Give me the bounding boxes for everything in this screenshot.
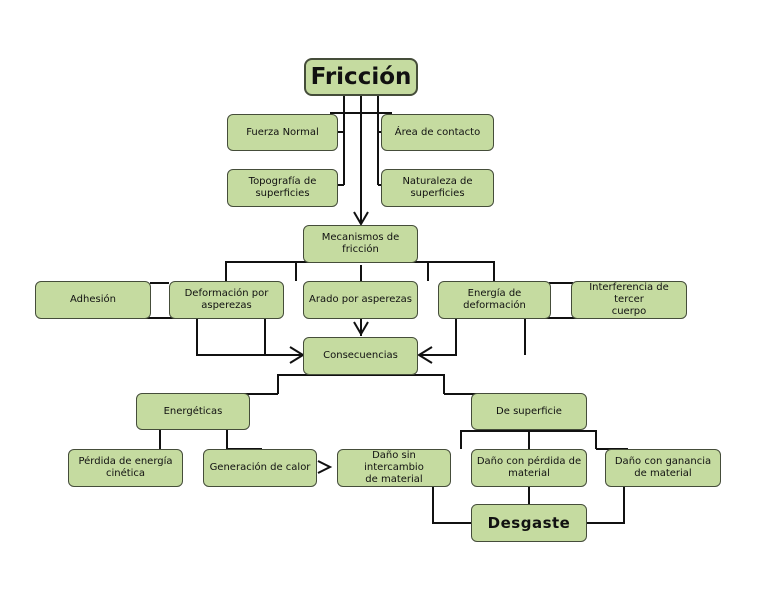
node-desgaste: Desgaste [471, 504, 587, 542]
node-perdida-energia: Pérdida de energía cinética [68, 449, 183, 487]
node-adhesion: Adhesión [35, 281, 151, 319]
node-interferencia: Interferencia de tercer cuerpo [571, 281, 687, 319]
connector [226, 429, 262, 450]
node-dano-ganancia: Daño con ganancia de material [605, 449, 721, 487]
node-arado: Arado por asperezas [303, 281, 418, 319]
node-dano-perdida: Daño con pérdida de material [471, 449, 587, 487]
node-friccion: Fricción [304, 58, 418, 96]
node-naturaleza: Naturaleza de superficies [381, 169, 494, 207]
node-topografia: Topografía de superficies [227, 169, 338, 207]
connector [353, 211, 369, 226]
connector [317, 460, 333, 474]
node-generacion-calor: Generación de calor [203, 449, 317, 487]
node-dano-sin: Daño sin intercambio de material [337, 449, 451, 487]
connector [586, 487, 625, 524]
node-deformacion-asperezas: Deformación por asperezas [169, 281, 284, 319]
connector [419, 318, 457, 356]
node-area-contacto: Área de contacto [381, 114, 494, 151]
node-energia-deformacion: Energía de deformación [438, 281, 551, 319]
connector [277, 374, 445, 394]
node-superficie: De superficie [471, 393, 587, 430]
connector [417, 346, 433, 364]
connector [196, 318, 302, 356]
connector [432, 487, 472, 524]
node-consecuencias: Consecuencias [303, 337, 418, 375]
node-energeticas: Energéticas [136, 393, 250, 430]
node-fuerza-normal: Fuerza Normal [227, 114, 338, 151]
connector [353, 321, 369, 336]
node-mecanismos: Mecanismos de fricción [303, 225, 418, 263]
